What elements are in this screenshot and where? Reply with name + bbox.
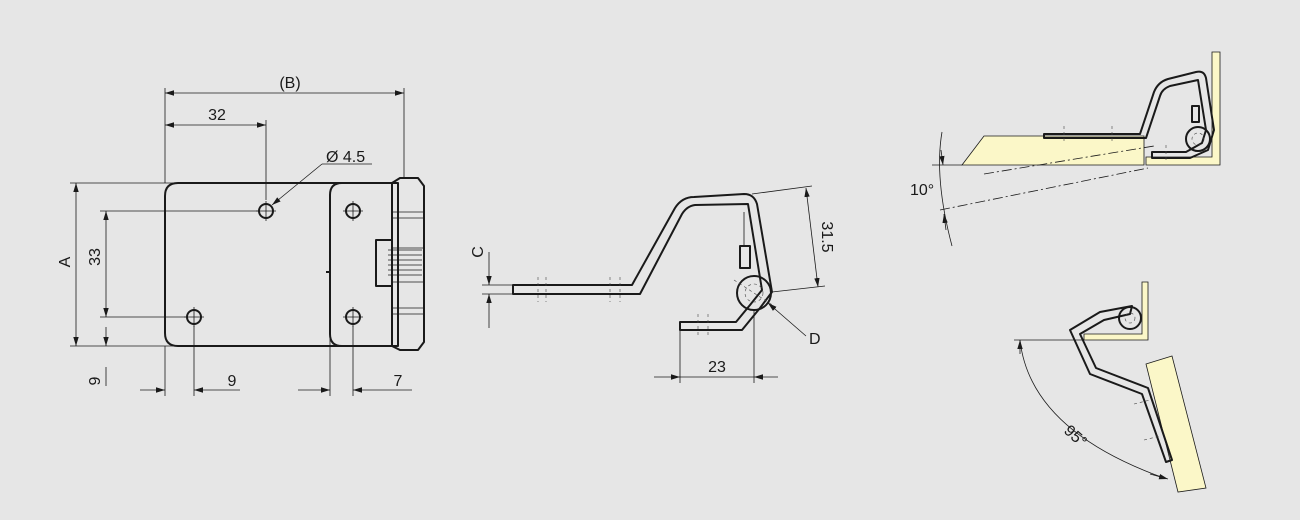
- dim-label-31-5: 31.5: [818, 221, 835, 252]
- closed-angle-construction: [939, 145, 1155, 211]
- pin-leader: [767, 302, 807, 337]
- hinge-pin-circle: [736, 275, 772, 311]
- dim-label-b: (B): [279, 75, 300, 92]
- closed-angle-arrow-top: [939, 149, 945, 166]
- closed-hinge-profile: [1043, 70, 1215, 159]
- spring-tab: [739, 245, 751, 269]
- open-hinge-profile: [1069, 305, 1173, 463]
- dim-label-9-left: 9: [87, 376, 104, 385]
- dim-label-a: A: [57, 256, 74, 267]
- hinge-pin-inner: [744, 283, 764, 303]
- dim-label-23: 23: [708, 359, 726, 376]
- closed-angle-label: 10°: [910, 182, 934, 199]
- spring-coil: [388, 249, 422, 276]
- closed-installed-view: 10°: [910, 51, 1221, 247]
- open-angle-label: 95°: [1060, 422, 1089, 451]
- open-hinge-pin: [1118, 306, 1142, 330]
- open-angle-arrow-bottom: [1149, 473, 1169, 480]
- extension-lines: [70, 88, 405, 396]
- dim-label-7: 7: [394, 373, 403, 390]
- hinge-profile: [512, 193, 773, 331]
- closed-hinge-pin: [1185, 126, 1211, 152]
- dim-label-d: D: [809, 331, 821, 348]
- closed-hinge-pin-inner: [1191, 132, 1205, 146]
- open-hole-hidden-lines: [1133, 399, 1161, 441]
- dim-label-9-bottom: 9: [228, 373, 237, 390]
- closed-hole-hidden-lines: [1063, 126, 1167, 162]
- side-view: C 31.5 D 23: [470, 185, 835, 383]
- dim-label-hole-diameter: Ø 4.5: [326, 149, 365, 166]
- open-installed-view: 95°: [1014, 281, 1207, 493]
- hole-leader: [271, 163, 323, 206]
- open-hinge-pin-inner: [1124, 312, 1136, 324]
- dim-label-33: 33: [87, 248, 104, 266]
- hinge-inner-leaf: [329, 182, 393, 347]
- door-panel: [961, 135, 1145, 166]
- hinge-knuckle: [391, 177, 425, 351]
- hole-hidden-lines: [537, 277, 775, 338]
- front-view: (B) 32 Ø 4.5 A 33 9 9 7: [57, 75, 425, 396]
- open-angle-arc: [1019, 339, 1165, 479]
- closed-spring-tab: [1191, 105, 1200, 123]
- closed-angle-arrow-bottom: [942, 213, 948, 231]
- knuckle-segments: [392, 211, 424, 315]
- cabinet-wall: [1145, 51, 1221, 166]
- dim-line-31-5: [804, 187, 820, 288]
- closed-angle-arc: [939, 131, 953, 247]
- dim-label-c: C: [470, 246, 487, 258]
- open-door-panel: [1145, 355, 1207, 493]
- spring-housing: [375, 239, 393, 287]
- dim-label-32: 32: [208, 107, 226, 124]
- hole-crosshairs: [184, 201, 363, 327]
- side-extension-lines: [482, 185, 826, 383]
